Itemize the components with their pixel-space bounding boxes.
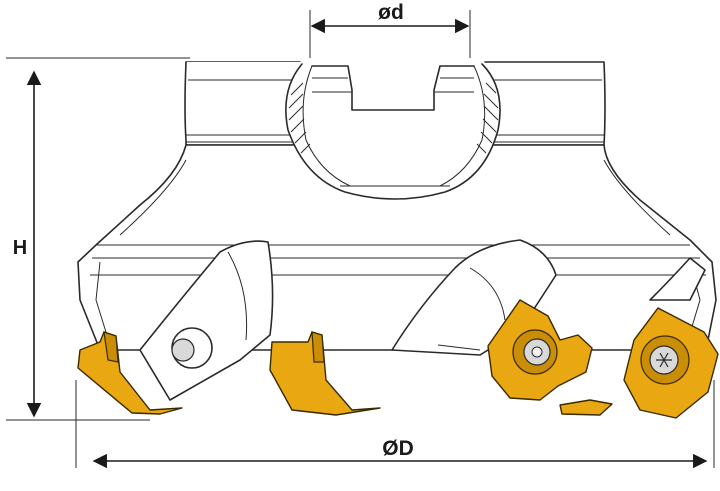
insert-left	[77, 331, 183, 415]
cutter-diameter-dimension: ØD	[92, 437, 708, 469]
extension-lines	[6, 10, 715, 468]
center-bore	[285, 63, 501, 200]
height-label: H	[13, 237, 27, 259]
flute-3	[649, 257, 706, 301]
insert-center-left	[269, 331, 381, 416]
height-dimension: H	[13, 70, 42, 418]
flute-1-screw-icon	[171, 338, 195, 362]
flute-1	[139, 240, 274, 401]
bore-diameter-label: ød	[378, 1, 404, 24]
bore-hatching	[288, 82, 499, 154]
insert-center-right	[487, 299, 613, 416]
insert-right	[623, 307, 719, 419]
bore-diameter-dimension: ød	[310, 1, 470, 34]
cutter-diameter-label: ØD	[382, 437, 414, 460]
